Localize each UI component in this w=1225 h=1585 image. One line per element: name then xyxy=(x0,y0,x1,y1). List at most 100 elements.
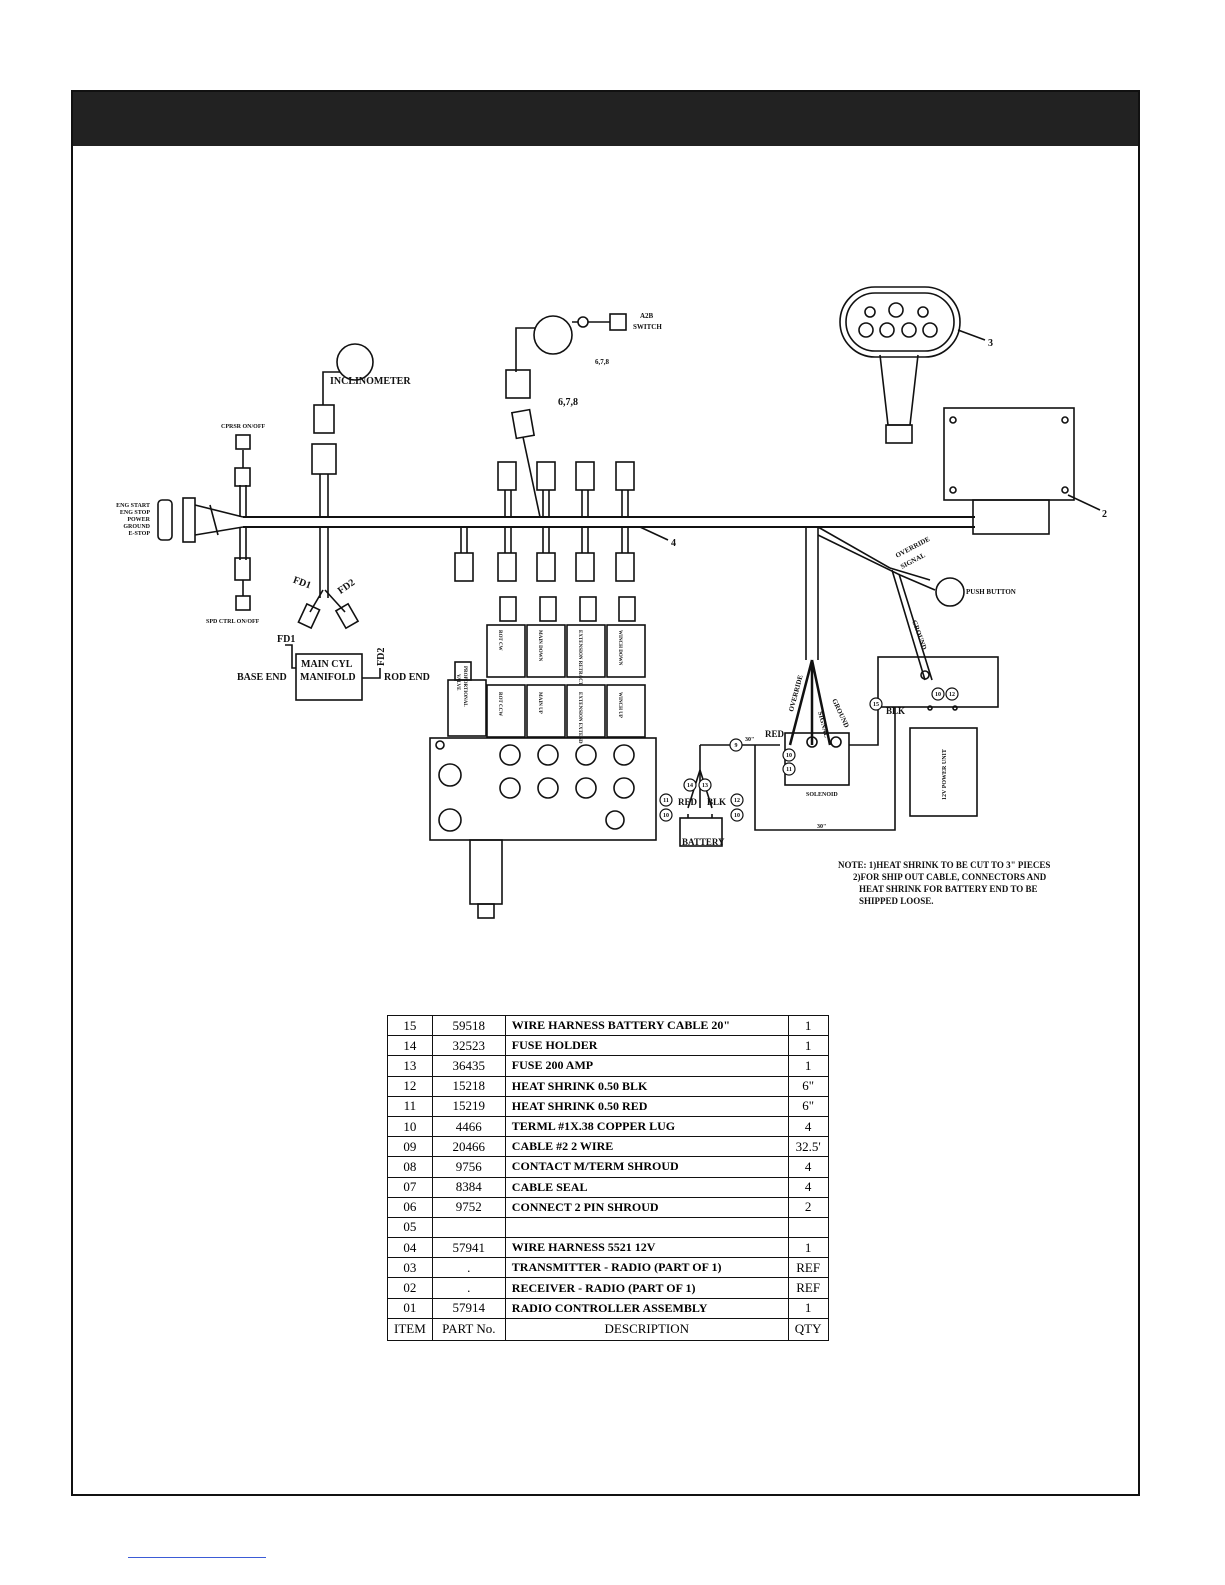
label-item-2: 2 xyxy=(1102,509,1107,520)
label-push-button: PUSH BUTTON xyxy=(966,588,1016,596)
label-ground: GROUND xyxy=(123,524,150,530)
svg-text:9: 9 xyxy=(735,743,738,749)
cell-part-no: 15218 xyxy=(431,1075,506,1097)
cprsr-connector xyxy=(234,467,251,487)
cell-item: 11 xyxy=(387,1095,433,1117)
radio-receiver xyxy=(943,407,1075,501)
cell-description: RADIO CONTROLLER ASSEMBLY xyxy=(504,1297,789,1319)
a2b-reel xyxy=(533,315,573,355)
inclinometer-sensor xyxy=(336,343,374,381)
cell-qty: 1 xyxy=(787,1055,829,1077)
cell-part-no: . xyxy=(431,1257,506,1279)
cell-description: WIRE HARNESS BATTERY CABLE 20" xyxy=(504,1014,789,1037)
a2b-switch xyxy=(609,313,627,331)
label-proportional: PROPORTIONAL xyxy=(462,666,467,707)
cell-qty: 4 xyxy=(787,1115,829,1138)
cell-item: 14 xyxy=(387,1035,433,1057)
cell-part-no: 4466 xyxy=(431,1115,506,1138)
label-signal-2: SIGNAL xyxy=(816,710,831,738)
label-ref-678-a: 6,7,8 xyxy=(595,358,610,366)
cell-item: 13 xyxy=(387,1055,433,1077)
cell-description: CABLE #2 2 WIRE xyxy=(504,1136,789,1158)
svg-text:13: 13 xyxy=(702,783,708,789)
valve-label-ext-retract: EXTENSION RETRACT xyxy=(577,630,582,686)
harness-end-connector xyxy=(972,499,1050,535)
label-fd2-b: FD2 xyxy=(376,648,387,666)
label-manifold: MANIFOLD xyxy=(300,672,356,683)
cell-part-no: 36435 xyxy=(431,1055,506,1077)
drawing-sheet xyxy=(71,90,1140,1496)
cell-part-no: 15219 xyxy=(431,1095,506,1117)
cell-qty: 32.5' xyxy=(787,1136,829,1158)
header-part-no: PART No. xyxy=(431,1317,506,1341)
svg-text:10: 10 xyxy=(935,692,941,698)
cell-part-no: 9752 xyxy=(431,1196,506,1218)
cell-part-no: 8384 xyxy=(431,1176,506,1198)
cell-qty: REF xyxy=(787,1257,829,1279)
label-len-2: 30" xyxy=(817,824,826,830)
label-ref-678-b: 6,7,8 xyxy=(558,397,578,408)
cell-part-no: 9756 xyxy=(431,1156,506,1178)
cell-description: TRANSMITTER - RADIO (PART OF 1) xyxy=(504,1257,789,1279)
cprsr-switch xyxy=(235,434,251,450)
label-valve: VALVE xyxy=(455,674,460,691)
cell-qty xyxy=(787,1216,829,1239)
label-cprsr: CPRSR ON/OFF xyxy=(221,424,266,430)
label-main-cyl: MAIN CYL xyxy=(301,659,353,670)
svg-text:11: 11 xyxy=(786,767,792,773)
cell-description: CONNECT 2 PIN SHROUD xyxy=(504,1196,789,1218)
footer-link-underline[interactable] xyxy=(128,1557,266,1558)
power-unit-motor xyxy=(877,656,999,708)
label-fd1-b: FD1 xyxy=(277,634,295,645)
valve-label-winch-down: WINCH DOWN xyxy=(617,630,622,666)
battery xyxy=(679,817,723,847)
cell-qty: 6" xyxy=(787,1095,829,1117)
cell-description: FUSE 200 AMP xyxy=(504,1055,789,1077)
push-button xyxy=(935,577,965,607)
cell-item: 04 xyxy=(387,1237,433,1259)
cell-description: TERML #1X.38 COPPER LUG xyxy=(504,1115,789,1138)
cell-part-no: . xyxy=(431,1277,506,1299)
cell-item: 01 xyxy=(387,1297,433,1319)
parts-table-header: ITEM PART No. DESCRIPTION QTY xyxy=(387,1317,829,1341)
cell-item: 10 xyxy=(387,1115,433,1138)
cell-description: CONTACT M/TERM SHROUD xyxy=(504,1156,789,1178)
valve-label-main-down: MAIN DOWN xyxy=(537,630,542,662)
cell-part-no: 57941 xyxy=(431,1237,506,1259)
label-power-unit: 12V POWER UNIT xyxy=(942,749,948,800)
label-blk-1: BLK xyxy=(886,706,905,716)
label-item-3: 3 xyxy=(988,338,993,349)
svg-text:12: 12 xyxy=(734,798,740,804)
label-rod-end: ROD END xyxy=(384,672,430,683)
cell-description: WIRE HARNESS 5521 12V xyxy=(504,1237,789,1259)
cell-part-no xyxy=(431,1216,506,1239)
valve-label-rot-ccw: ROT CCW xyxy=(497,692,502,716)
cell-part-no: 57914 xyxy=(431,1297,506,1319)
cell-item: 09 xyxy=(387,1136,433,1158)
12v-power-unit xyxy=(909,727,978,817)
cell-item: 15 xyxy=(387,1014,433,1037)
title-bar xyxy=(73,92,1138,146)
table-row: 02.RECEIVER - RADIO (PART OF 1)REF xyxy=(387,1277,829,1299)
label-fd1-a: FD1 xyxy=(291,575,312,592)
header-item: ITEM xyxy=(387,1317,433,1341)
cell-item: 05 xyxy=(387,1216,433,1239)
valve-label-ext-extend: EXTENSION EXTEND xyxy=(577,692,582,744)
valve-stack xyxy=(429,596,657,919)
cell-part-no: 20466 xyxy=(431,1136,506,1158)
header-qty: QTY xyxy=(787,1317,829,1341)
cell-item: 03 xyxy=(387,1257,433,1279)
valve-label-main-up: MAIN UP xyxy=(537,692,542,714)
valve-block xyxy=(429,737,657,841)
cell-item: 08 xyxy=(387,1156,433,1178)
cell-item: 07 xyxy=(387,1176,433,1198)
label-item-4: 4 xyxy=(671,538,676,549)
svg-text:14: 14 xyxy=(687,783,693,789)
valve-label-rot-cw: ROT CW xyxy=(497,630,502,651)
a2b-connector-upper xyxy=(505,369,531,399)
